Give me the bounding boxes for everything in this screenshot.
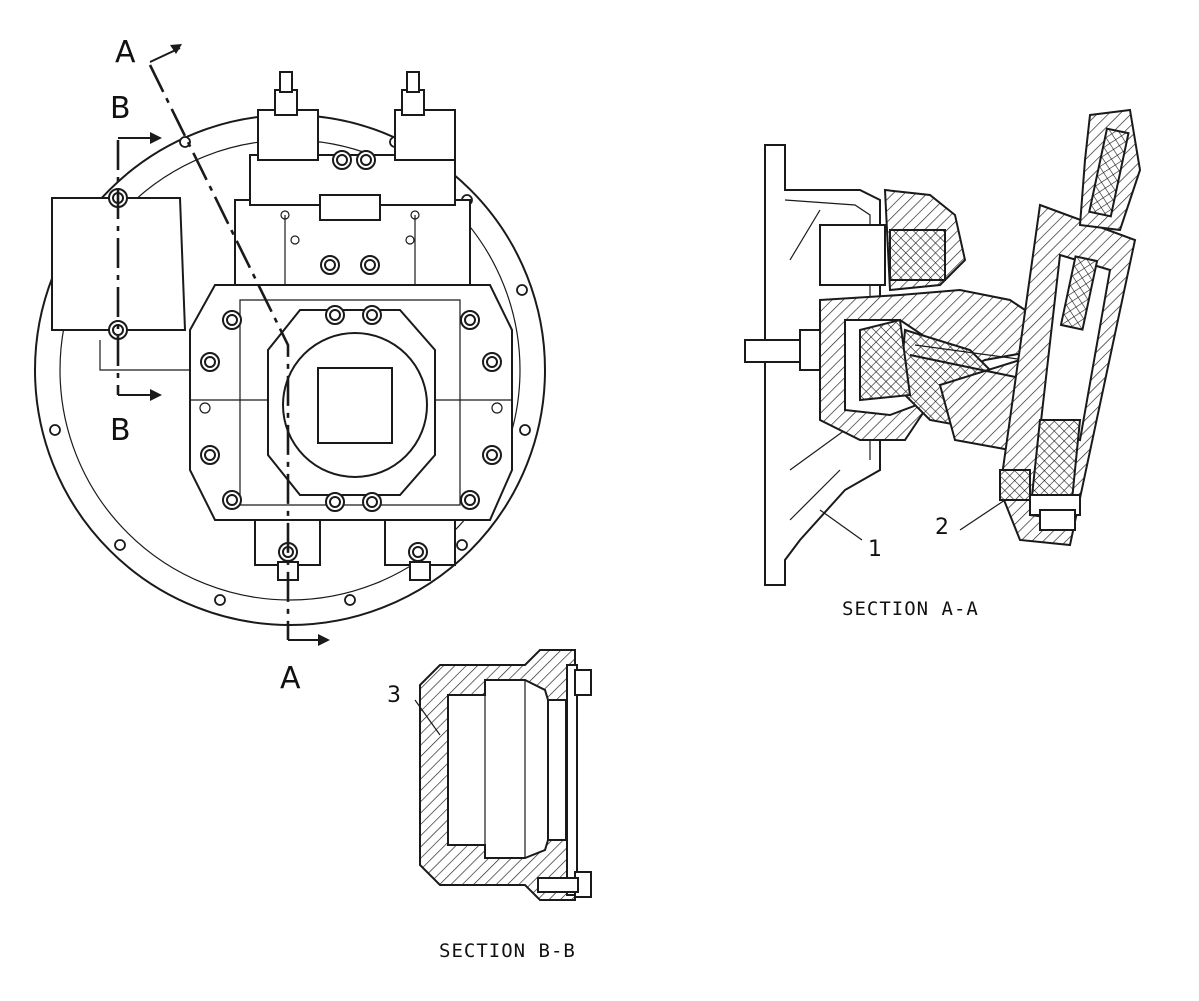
leader-line-3 [414,699,441,736]
section-marker-a-bottom: A [280,661,301,696]
caption-section-aa: SECTION A-A [842,598,979,620]
leader-line-1 [819,509,863,541]
section-line-aa [148,64,290,640]
leader-line-2 [959,499,1006,531]
front-view: A B B A [34,35,546,696]
callout-3: 3 [387,683,401,708]
section-bb-view: 3 SECTION B-B [387,649,592,962]
caption-section-bb: SECTION B-B [439,940,576,962]
callout-2: 2 [935,515,949,540]
section-marker-a-top: A [115,35,136,70]
section-marker-b-top: B [110,91,131,126]
section-marker-b-bottom: B [110,413,131,448]
section-aa-view: 1 2 SECTION A-A [744,108,1142,620]
callout-1: 1 [868,537,882,562]
cover-bolt-top [574,669,592,696]
